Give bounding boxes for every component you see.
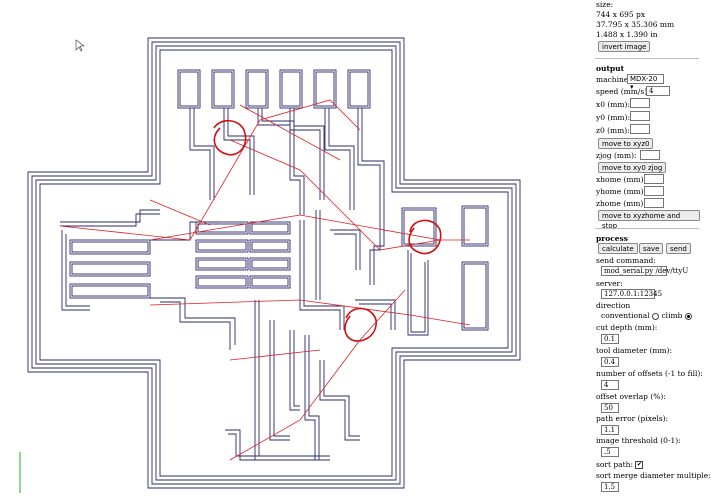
sort-path-label: sort path: [596, 460, 633, 469]
xhome-input[interactable] [644, 174, 664, 184]
server-label: server: [596, 279, 623, 288]
threshold-input[interactable]: .5 [601, 447, 619, 457]
move-to-xyz0-button[interactable]: move to xyz0 [598, 138, 654, 149]
conventional-label: conventional [601, 311, 650, 320]
right-pads [401, 205, 489, 336]
send-button[interactable]: send [666, 243, 691, 254]
toolpath-canvas[interactable] [0, 0, 592, 495]
control-panel: size: 744 x 695 px 37.795 x 35.306 mm 1.… [592, 0, 711, 495]
size-mm: 37.795 x 35.306 mm [596, 20, 675, 29]
chevron-down-icon: ▾ [630, 83, 634, 91]
z0-input[interactable] [630, 124, 650, 134]
chip-pads [195, 221, 291, 289]
overlap-label: offset overlap (%): [596, 392, 666, 401]
machine-select[interactable]: MDX-20 ▾ [627, 74, 664, 91]
offsets-input[interactable]: 4 [601, 380, 619, 390]
tool-diameter-input[interactable]: 0.4 [601, 357, 619, 367]
cut-depth-input[interactable]: 0.1 [601, 334, 619, 344]
offsets-label: number of offsets (-1 to fill): [596, 369, 703, 378]
server-input[interactable]: 127.0.0.1:12345 [601, 289, 662, 299]
board-outline [27, 37, 521, 489]
move-to-xy0-zjog-button[interactable]: move to xy0 zjog [598, 162, 667, 173]
sort-merge-label: sort merge diameter multiple: [596, 471, 711, 480]
y0-input[interactable] [630, 111, 650, 121]
sort-path-checkbox[interactable]: ✔ [635, 461, 644, 469]
climb-radio[interactable] [684, 312, 692, 320]
x0-input[interactable] [630, 98, 650, 108]
conventional-radio[interactable] [652, 312, 660, 320]
speed-input[interactable]: 4 [646, 86, 670, 96]
sort-merge-input[interactable]: 1.5 [601, 482, 619, 492]
toolpath-svg [19, 37, 521, 493]
zjog-label: zjog (mm): [596, 151, 637, 160]
z0-label: z0 (mm): [596, 126, 630, 135]
divider [595, 228, 699, 229]
sort-path-row: sort path: ✔ [596, 460, 644, 469]
output-heading: output [596, 64, 625, 73]
send-command-label: send command: [596, 256, 656, 265]
size-in: 1.488 x 1.390 in [596, 30, 658, 39]
zjog-input[interactable] [640, 150, 660, 160]
threshold-label: image threshold (0-1): [596, 436, 681, 445]
zhome-input[interactable] [644, 198, 664, 208]
calculate-button[interactable]: calculate [598, 243, 638, 254]
divider [595, 58, 699, 59]
top-pads [177, 69, 371, 109]
speed-label: speed (mm/s): [596, 87, 650, 96]
move-to-home-button[interactable]: move to xyzhome and stop [598, 210, 700, 230]
machine-label: machine [596, 75, 629, 84]
path-error-label: path error (pixels): [596, 414, 669, 423]
tool-diameter-label: tool diameter (mm): [596, 346, 673, 355]
xhome-label: xhome (mm): [596, 175, 647, 184]
yhome-label: yhome (mm): [596, 187, 647, 196]
yhome-input[interactable] [644, 186, 664, 196]
process-heading: process [596, 234, 628, 243]
mouse-cursor-icon [75, 39, 85, 52]
climb-label: climb [661, 311, 683, 320]
path-error-input[interactable]: 1.1 [601, 425, 619, 435]
overlap-input[interactable]: 50 [601, 403, 619, 413]
invert-image-button[interactable]: invert image [598, 41, 651, 52]
x0-label: x0 (mm): [596, 100, 630, 109]
direction-options: conventional climb [601, 311, 692, 320]
left-traces [60, 209, 236, 350]
jog-moves [59, 99, 471, 461]
size-px: 744 x 695 px [596, 10, 646, 19]
send-command-input[interactable]: mod_serial.py /dev/ttyU [601, 266, 688, 276]
zhome-label: zhome (mm): [596, 199, 646, 208]
size-label: size: [596, 0, 614, 9]
annotation-circles [213, 119, 442, 342]
machine-value: MDX-20 [630, 75, 658, 83]
save-button[interactable]: save [639, 243, 664, 254]
cut-depth-label: cut depth (mm): [596, 323, 658, 332]
y0-label: y0 (mm): [596, 113, 630, 122]
vertical-traces [189, 108, 396, 461]
direction-label: direction [596, 301, 631, 310]
